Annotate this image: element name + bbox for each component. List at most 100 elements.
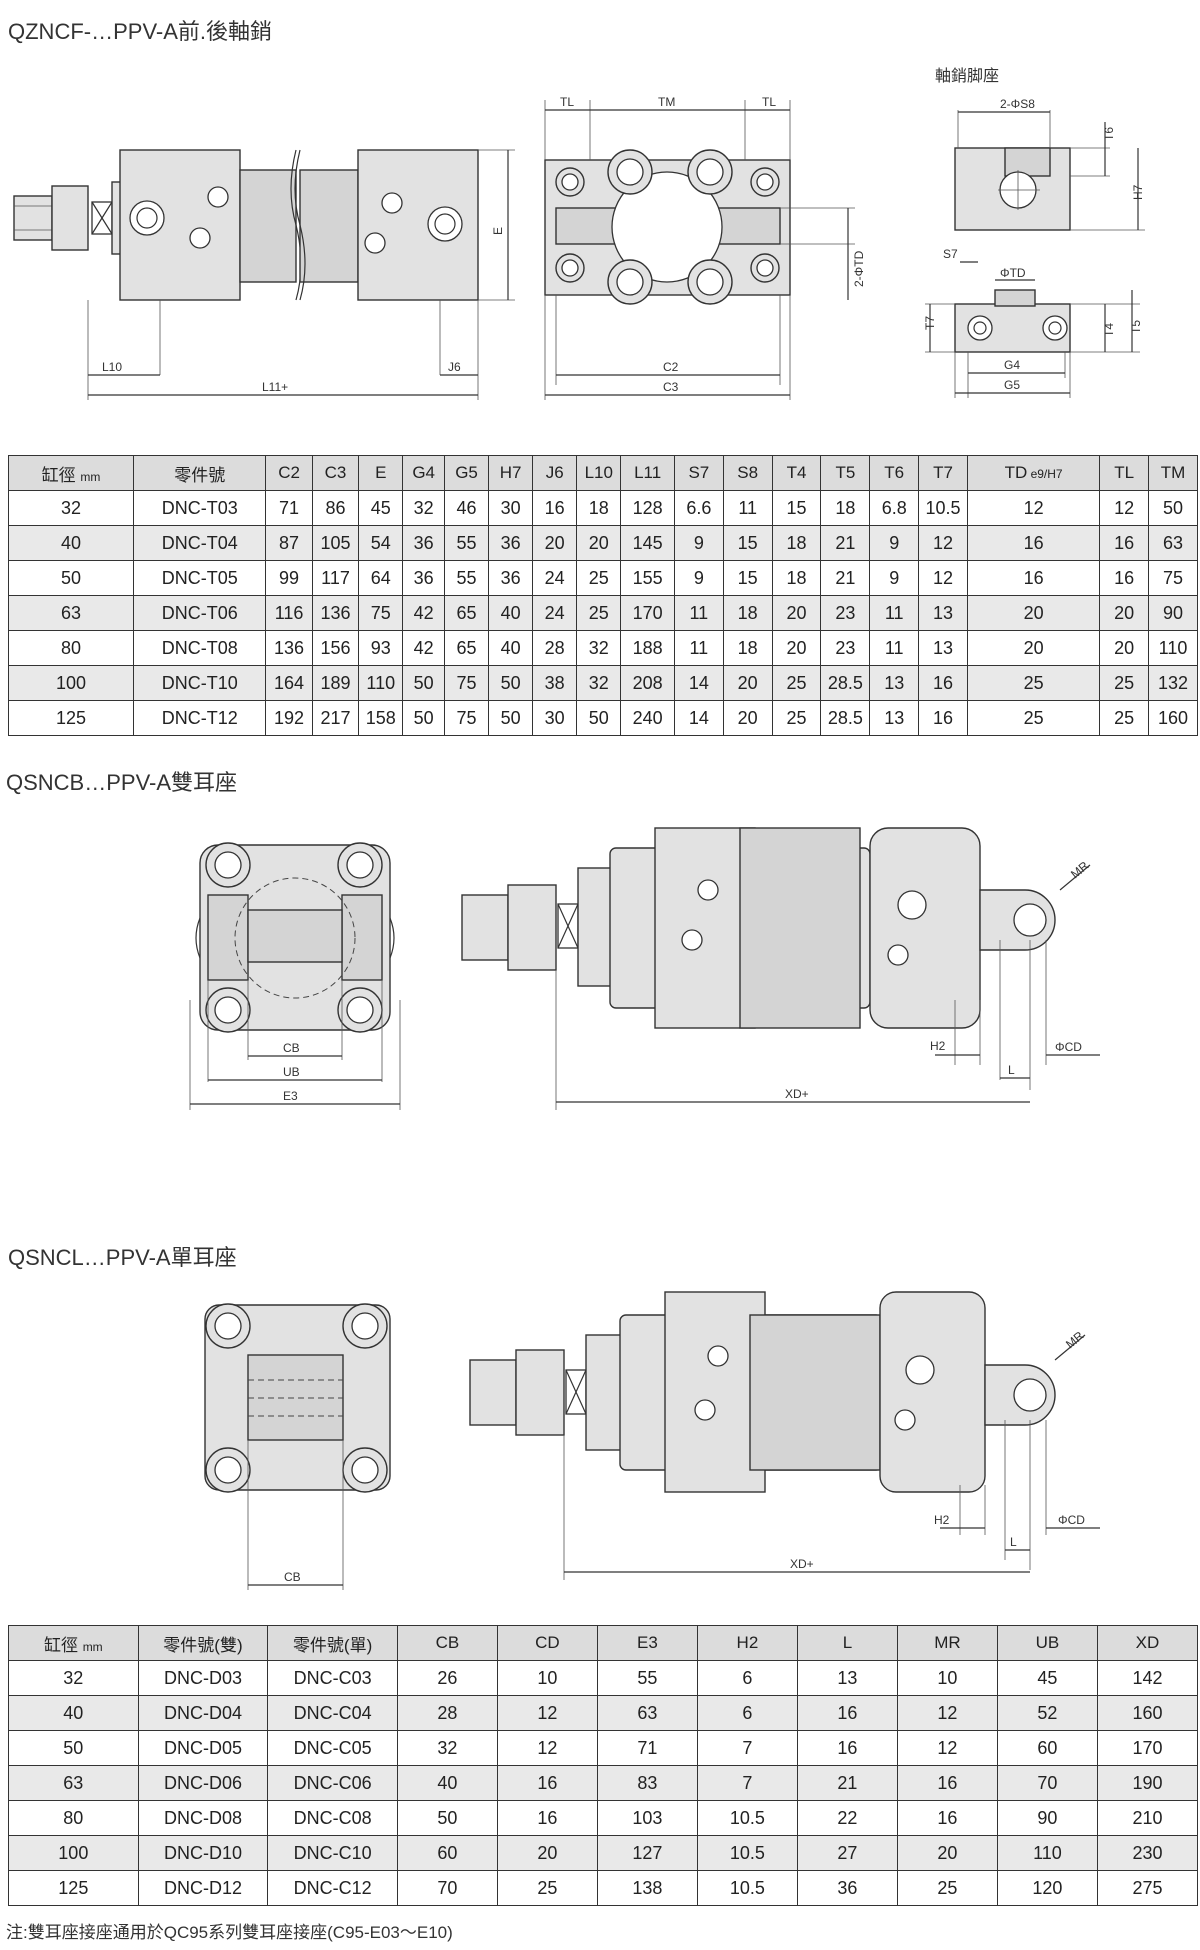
t2-cell: 36 [796, 1870, 898, 1906]
t2-cell: 16 [896, 1800, 998, 1836]
t2-cell: 13 [796, 1660, 898, 1696]
t1-cell: 11 [673, 630, 724, 666]
t2-cell: 63 [8, 1765, 139, 1801]
t1-cell: 155 [620, 560, 675, 596]
t1-cell: 65 [443, 630, 490, 666]
t1-cell: 110 [1148, 630, 1198, 666]
t2-cell: 10.5 [696, 1870, 798, 1906]
dim-g5: G5 [1004, 378, 1020, 392]
t1-cell: 64 [358, 560, 404, 596]
t1-cell: 11 [869, 595, 920, 631]
t1-header-3: E [358, 455, 404, 491]
dim-td: ΦTD [1000, 266, 1026, 280]
t1-cell: 217 [311, 700, 360, 736]
t1-cell: 13 [918, 630, 968, 666]
t1-cell: 28 [532, 630, 578, 666]
t2-header-bore: 缸徑 mm [8, 1625, 139, 1661]
t2-cell: 12 [896, 1730, 998, 1766]
trunnion-side-view: L10 L11+ J6 E TL TM TL C2 C3 2-ΦTD 2-ΦS8… [13, 95, 1145, 400]
t1-cell: DNC-T06 [133, 595, 267, 631]
t1-cell: 16 [918, 665, 968, 701]
t1-cell: 20 [1099, 630, 1150, 666]
t1-cell: 25 [771, 700, 822, 736]
t2-cell: 90 [996, 1800, 1098, 1836]
t2-cell: 12 [496, 1730, 598, 1766]
t1-cell: 128 [620, 490, 675, 526]
t2-cell: 7 [696, 1730, 798, 1766]
t1-header-9: L11 [620, 455, 675, 491]
t1-cell: 14 [673, 665, 724, 701]
t1-header-2: C3 [311, 455, 360, 491]
t1-cell: 55 [443, 525, 490, 561]
t1-cell: 16 [966, 560, 1101, 596]
t2-cell: 27 [796, 1835, 898, 1871]
t1-header-18: TM [1148, 455, 1198, 491]
dim-tl-left: TL [560, 95, 574, 109]
t2-cell: 83 [596, 1765, 698, 1801]
t1-cell: DNC-T12 [133, 700, 267, 736]
t1-cell: 12 [1099, 490, 1150, 526]
t2-cell: 103 [596, 1800, 698, 1836]
t1-cell: 100 [7, 665, 135, 701]
t1-header-13: T5 [820, 455, 871, 491]
dim-2-td: 2-ΦTD [852, 250, 866, 287]
dim-h2-single: H2 [934, 1513, 950, 1527]
single-clevis-views: CB MR H2 L ΦCD XD+ [204, 1291, 1100, 1590]
dim-mr: MR [1068, 858, 1092, 881]
t1-cell: 75 [358, 595, 404, 631]
t1-cell: 15 [722, 525, 773, 561]
t2-cell: 16 [496, 1765, 598, 1801]
dim-g4: G4 [1004, 358, 1020, 372]
t1-cell: 32 [7, 490, 135, 526]
t2-cell: 20 [496, 1835, 598, 1871]
t2-cell: 26 [396, 1660, 498, 1696]
t1-cell: 170 [620, 595, 675, 631]
t1-cell: 90 [1148, 595, 1198, 631]
t1-cell: 13 [869, 665, 920, 701]
dim-l-single: L [1010, 1535, 1017, 1549]
t2-cell: 10 [496, 1660, 598, 1696]
t1-cell: 40 [488, 630, 534, 666]
t2-cell: 6 [696, 1660, 798, 1696]
dim-cb-single: CB [284, 1570, 301, 1584]
t1-header-16: TD e9/H7 [966, 455, 1101, 491]
t1-cell: 136 [265, 630, 313, 666]
t1-cell: 50 [7, 560, 135, 596]
t1-cell: 63 [7, 595, 135, 631]
t2-header-6: L [796, 1625, 898, 1661]
t1-header-0: 零件號 [133, 455, 267, 491]
t1-cell: 20 [576, 525, 622, 561]
t1-header-1: C2 [265, 455, 313, 491]
t1-cell: 36 [488, 525, 534, 561]
t2-cell: 40 [396, 1765, 498, 1801]
t2-cell: 275 [1096, 1870, 1199, 1906]
t1-cell: 86 [311, 490, 360, 526]
t1-cell: 20 [532, 525, 578, 561]
section-1-title: QZNCF-…PPV-A前.後軸銷 [8, 19, 273, 44]
dim-2-s8: 2-ΦS8 [1000, 97, 1035, 111]
t1-cell: 18 [722, 630, 773, 666]
dim-tl-right: TL [762, 95, 776, 109]
t2-cell: 20 [896, 1835, 998, 1871]
t1-cell: 18 [576, 490, 622, 526]
t1-cell: 32 [402, 490, 445, 526]
t1-cell: 23 [820, 595, 871, 631]
t1-cell: 14 [673, 700, 724, 736]
t1-cell: 24 [532, 560, 578, 596]
t2-cell: 40 [8, 1695, 139, 1731]
t1-cell: 40 [7, 525, 135, 561]
t1-header-bore-unit: mm [80, 469, 101, 484]
t1-cell: 16 [1099, 525, 1150, 561]
t1-cell: 93 [358, 630, 404, 666]
t1-cell: 87 [265, 525, 313, 561]
t2-cell: DNC-D06 [137, 1765, 269, 1801]
t2-cell: DNC-D10 [137, 1835, 269, 1871]
t1-cell: 25 [1099, 700, 1150, 736]
t2-header-1: 零件號(單) [267, 1625, 398, 1661]
t2-cell: 16 [896, 1765, 998, 1801]
dim-s7: S7 [943, 247, 958, 261]
t1-cell: 25 [771, 665, 822, 701]
t1-cell: 25 [1099, 665, 1150, 701]
